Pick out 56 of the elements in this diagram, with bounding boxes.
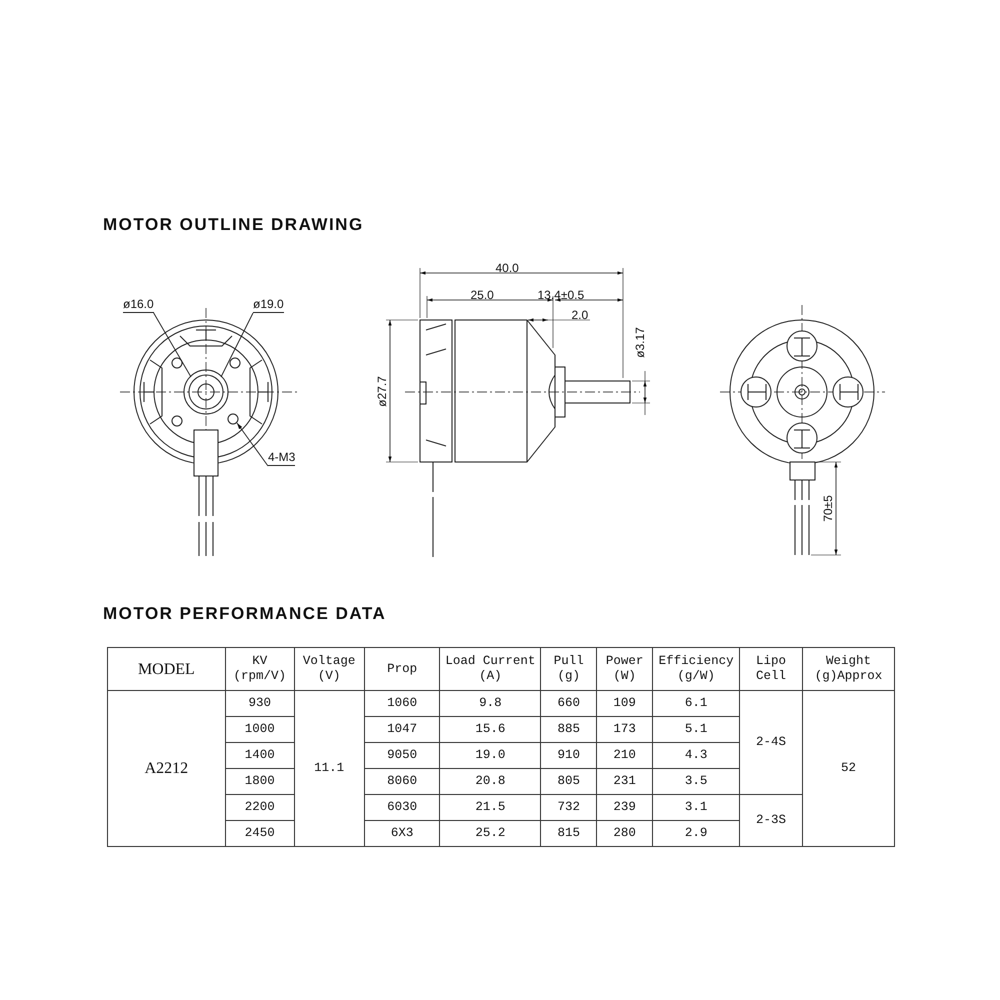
table-value: 52 bbox=[802, 690, 894, 846]
column-header: Weight (g)Approx bbox=[802, 648, 894, 690]
column-header: Power (W) bbox=[596, 648, 653, 690]
table-value: 20.8 bbox=[440, 768, 541, 794]
column-header: Lipo Cell bbox=[740, 648, 802, 690]
table-value: 19.0 bbox=[440, 742, 541, 768]
table-value: 6.1 bbox=[652, 690, 740, 716]
column-header: Prop bbox=[364, 648, 440, 690]
dimension-label: ø3.17 bbox=[633, 327, 646, 358]
table-value: 9.8 bbox=[440, 690, 541, 716]
table-value: 15.6 bbox=[440, 716, 541, 742]
section-heading: MOTOR OUTLINE DRAWING bbox=[103, 215, 364, 235]
column-header: Efficiency (g/W) bbox=[652, 648, 740, 690]
column-header: Load Current (A) bbox=[440, 648, 541, 690]
column-header: MODEL bbox=[108, 648, 226, 690]
table-value: 239 bbox=[596, 794, 653, 820]
callout-label: ø16.0 bbox=[123, 298, 154, 313]
table-value: 6X3 bbox=[364, 820, 440, 846]
table-value: 910 bbox=[540, 742, 597, 768]
table-value: 9050 bbox=[364, 742, 440, 768]
leader-line bbox=[153, 312, 192, 378]
table-value: 660 bbox=[540, 690, 597, 716]
callout-label: ø19.0 bbox=[253, 298, 284, 313]
table-value: 805 bbox=[540, 768, 597, 794]
table-value: 210 bbox=[596, 742, 653, 768]
table-value: 732 bbox=[540, 794, 597, 820]
dimension-label: ø27.7 bbox=[375, 376, 388, 407]
table-value: 173 bbox=[596, 716, 653, 742]
dimension-label: 40.0 bbox=[496, 262, 519, 275]
dimension-label: 2.0 bbox=[572, 309, 588, 322]
column-header: Voltage (V) bbox=[294, 648, 364, 690]
table-value: 231 bbox=[596, 768, 653, 794]
table-value: 109 bbox=[596, 690, 653, 716]
leader-line bbox=[220, 312, 254, 378]
table-value: 280 bbox=[596, 820, 653, 846]
table-value: 885 bbox=[540, 716, 597, 742]
table-value: 6030 bbox=[364, 794, 440, 820]
table-value: 930 bbox=[225, 690, 294, 716]
table-value: 3.1 bbox=[652, 794, 740, 820]
table-value: 2-4S bbox=[740, 690, 802, 794]
table-value: A2212 bbox=[108, 690, 226, 846]
dimension-label: 25.0 bbox=[470, 289, 494, 302]
column-header: Pull (g) bbox=[540, 648, 597, 690]
table-value: 8060 bbox=[364, 768, 440, 794]
table-value: 815 bbox=[540, 820, 597, 846]
table-value: 21.5 bbox=[440, 794, 541, 820]
section-heading: MOTOR PERFORMANCE DATA bbox=[103, 604, 386, 624]
table-value: 11.1 bbox=[294, 690, 364, 846]
dimension-label: 13.4±0.5 bbox=[538, 289, 584, 302]
table-value: 1047 bbox=[364, 716, 440, 742]
callout-label: 4-M3 bbox=[268, 451, 296, 466]
dimension-label: 70±5 bbox=[821, 495, 834, 522]
table-value: 1060 bbox=[364, 690, 440, 716]
table-value: 25.2 bbox=[440, 820, 541, 846]
leader-line bbox=[236, 422, 268, 466]
column-header: KV (rpm/V) bbox=[225, 648, 294, 690]
